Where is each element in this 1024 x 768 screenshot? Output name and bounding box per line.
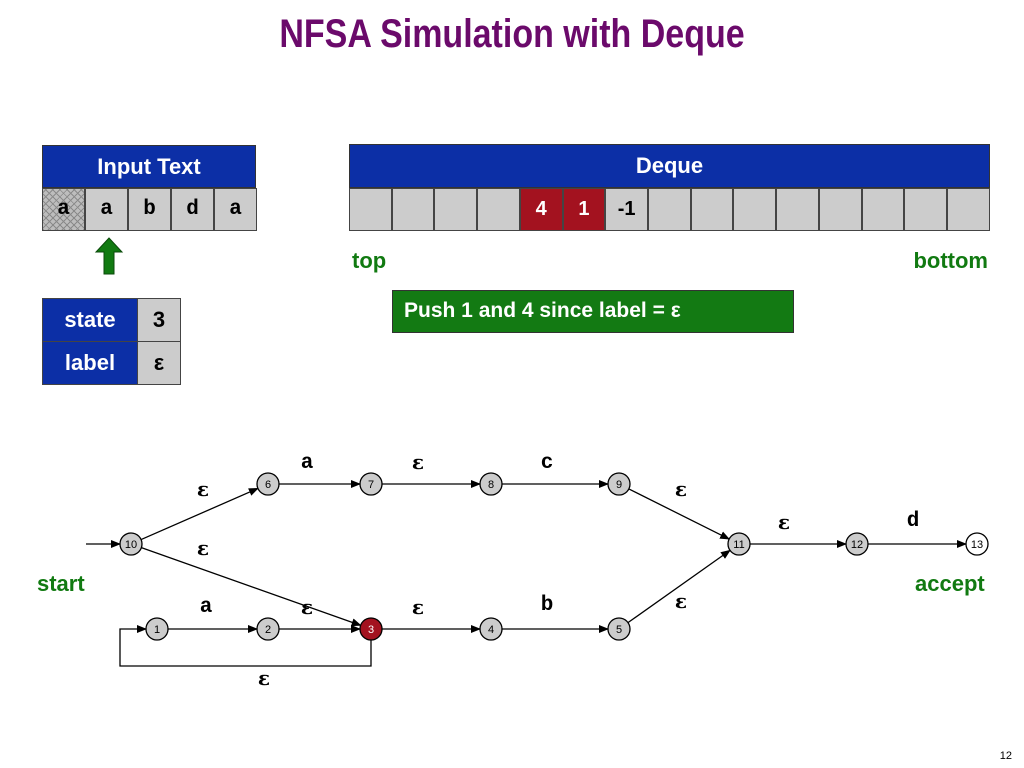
edge-label: ε: [412, 450, 424, 474]
deque-cell: [818, 188, 862, 231]
state-node: [256, 617, 280, 641]
deque-cell: [648, 188, 691, 231]
state-node-label: 9: [616, 479, 622, 491]
input-pointer-arrow-icon: [94, 237, 124, 275]
input-char-cell: a: [214, 188, 257, 231]
accept-label: accept: [915, 571, 985, 596]
state-node-label: 7: [368, 479, 374, 491]
edge-3-1: [119, 625, 372, 667]
input-char-cell: a: [42, 188, 85, 231]
state-node: [359, 617, 383, 641]
state-node: [119, 532, 143, 556]
edge-label: ε: [412, 595, 424, 619]
edge-label: a: [200, 596, 213, 619]
edge-label: ε: [675, 589, 687, 613]
start-label: start: [37, 571, 85, 596]
edge-label: ε: [778, 510, 790, 534]
input-char-cell: a: [85, 188, 128, 231]
status-message: Push 1 and 4 since label = ε: [392, 290, 794, 333]
deque-cell: [947, 188, 990, 231]
state-label-table: state 3 label ε: [42, 298, 181, 385]
edge-label: ε: [197, 477, 209, 501]
state-node: [479, 617, 503, 641]
edge-9-11: [628, 488, 731, 540]
deque-cell: 4: [519, 188, 563, 231]
edge-label: b: [541, 594, 554, 617]
state-node: [359, 472, 383, 496]
state-node: [607, 617, 631, 641]
state-node-label: 13: [971, 539, 983, 551]
state-node: [845, 532, 869, 556]
state-value: 3: [137, 298, 181, 342]
state-node: [607, 472, 631, 496]
state-node: [145, 617, 169, 641]
state-node: [256, 472, 280, 496]
state-node: [479, 472, 503, 496]
label-value: ε: [137, 341, 181, 385]
edge-label: d: [907, 510, 920, 533]
deque-cell: 1: [562, 188, 606, 231]
deque-cell: [690, 188, 734, 231]
page-number: 12: [999, 750, 1012, 762]
state-key: state: [42, 298, 138, 342]
state-node-label: 12: [851, 539, 863, 551]
deque-cell: [391, 188, 435, 231]
deque-cell: [861, 188, 905, 231]
deque-cell: [349, 188, 392, 231]
edge-label: c: [541, 452, 554, 475]
state-node: [727, 532, 751, 556]
edge-label: ε: [197, 536, 209, 560]
state-node-label: 4: [488, 624, 494, 636]
input-char-cell: b: [128, 188, 171, 231]
state-node-label: 8: [488, 479, 494, 491]
state-node-label: 1: [154, 624, 160, 636]
state-node-label: 6: [265, 479, 271, 491]
deque-cell: -1: [605, 188, 649, 231]
deque-cell: [477, 188, 520, 231]
deque-header: Deque: [349, 144, 990, 188]
deque-cell: [904, 188, 948, 231]
deque-cell: [434, 188, 478, 231]
edge-10-6: [140, 487, 259, 541]
deque-bottom-label: bottom: [913, 248, 988, 273]
label-key: label: [42, 341, 138, 385]
state-node-label: 2: [265, 624, 271, 636]
edge-label: ε: [675, 477, 687, 501]
state-node-label: 11: [733, 539, 744, 551]
page-title: NFSA Simulation with Deque: [279, 12, 745, 56]
input-text-header: Input Text: [42, 145, 256, 188]
edge-10-3: [141, 547, 362, 627]
edge-label: a: [301, 452, 314, 475]
input-char-cell: d: [171, 188, 214, 231]
edge-5-11: [627, 549, 731, 624]
state-node: [965, 532, 989, 556]
deque-cell: [733, 188, 777, 231]
edge-label: ε: [258, 666, 270, 690]
state-node-label: 3: [368, 624, 374, 636]
state-node-label: 5: [616, 624, 622, 636]
edge-label: ε: [301, 595, 313, 619]
deque-top-label: top: [352, 248, 387, 273]
state-node-label: 10: [125, 539, 137, 551]
deque-cell: [776, 188, 819, 231]
